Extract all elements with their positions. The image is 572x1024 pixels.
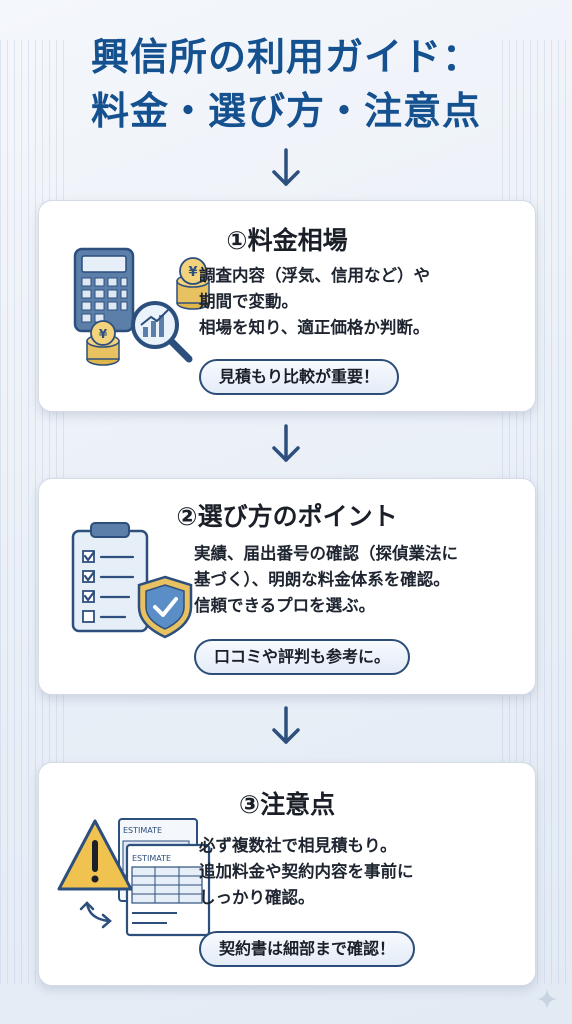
description-line: 相場を知り、適正価格か判断。 bbox=[199, 318, 430, 337]
page-title-line-2: 料金・選び方・注意点 bbox=[90, 89, 481, 133]
svg-text:¥: ¥ bbox=[99, 327, 108, 341]
card-cautions-description: 必ず複数社で相見積もり。 追加料金や契約内容を事前に しっかり確認。 bbox=[199, 833, 414, 911]
cautions-illustration: ESTIMATE ESTIMATE bbox=[57, 818, 211, 937]
description-line: しっかり確認。 bbox=[199, 888, 315, 907]
card-selection-description: 実績、届出番号の確認（探偵業法に 基づく）、明朗な料金体系を確認。 信頼できるプ… bbox=[194, 541, 458, 619]
description-line: 必ず複数社で相見積もり。 bbox=[199, 836, 397, 855]
description-line: 実績、届出番号の確認（探偵業法に bbox=[194, 544, 458, 563]
yen-coin-icon: ¥ bbox=[86, 320, 120, 366]
card-pricing: ①料金相場 ¥ ¥ bbox=[38, 200, 536, 412]
card-cautions: ③注意点 ESTIMATE ESTIMATE bbox=[38, 762, 536, 986]
card-selection: ②選び方のポイント bbox=[38, 478, 536, 695]
description-line: 期間で変動。 bbox=[199, 292, 298, 311]
down-arrow-icon bbox=[272, 424, 300, 462]
description-line: 基づく）、明朗な料金体系を確認。 bbox=[194, 570, 450, 589]
page-title-line-1: 興信所の利用ガイド： bbox=[90, 35, 481, 79]
pricing-illustration: ¥ ¥ bbox=[73, 247, 210, 366]
card-cautions-tip-badge: 契約書は細部まで確認！ bbox=[199, 931, 416, 967]
svg-text:¥: ¥ bbox=[188, 265, 197, 280]
card-cautions-title: ③注意点 bbox=[238, 790, 336, 819]
card-selection-tip-badge: 口コミや評判も参考に。 bbox=[194, 639, 411, 675]
estimate-document-icon: ESTIMATE bbox=[125, 843, 211, 937]
description-line: 追加料金や契約内容を事前に bbox=[199, 862, 414, 881]
checklist-clipboard-icon bbox=[71, 522, 149, 633]
selection-illustration bbox=[71, 522, 193, 639]
compare-arrows-icon bbox=[79, 901, 112, 929]
sparkle-icon bbox=[537, 989, 557, 1009]
description-line: 調査内容（浮気、信用など）や bbox=[199, 266, 430, 285]
warning-icon bbox=[57, 819, 133, 891]
card-pricing-title: ①料金相場 bbox=[226, 226, 348, 255]
card-pricing-tip-badge: 見積もり比較が重要！ bbox=[199, 359, 400, 395]
card-selection-title: ②選び方のポイント bbox=[176, 502, 398, 531]
description-line: 信頼できるプロを選ぶ。 bbox=[194, 596, 376, 615]
estimate-label: ESTIMATE bbox=[123, 826, 162, 835]
magnifier-chart-icon bbox=[131, 301, 193, 363]
shield-check-icon bbox=[137, 575, 193, 639]
estimate-label: ESTIMATE bbox=[132, 854, 171, 863]
down-arrow-icon bbox=[272, 148, 300, 186]
yen-coin-icon: ¥ bbox=[176, 257, 210, 310]
calculator-icon bbox=[73, 247, 135, 333]
card-pricing-description: 調査内容（浮気、信用など）や 期間で変動。 相場を知り、適正価格か判断。 bbox=[199, 263, 430, 341]
down-arrow-icon bbox=[272, 706, 300, 744]
page-title: 興信所の利用ガイド： 料金・選び方・注意点 bbox=[0, 30, 572, 138]
